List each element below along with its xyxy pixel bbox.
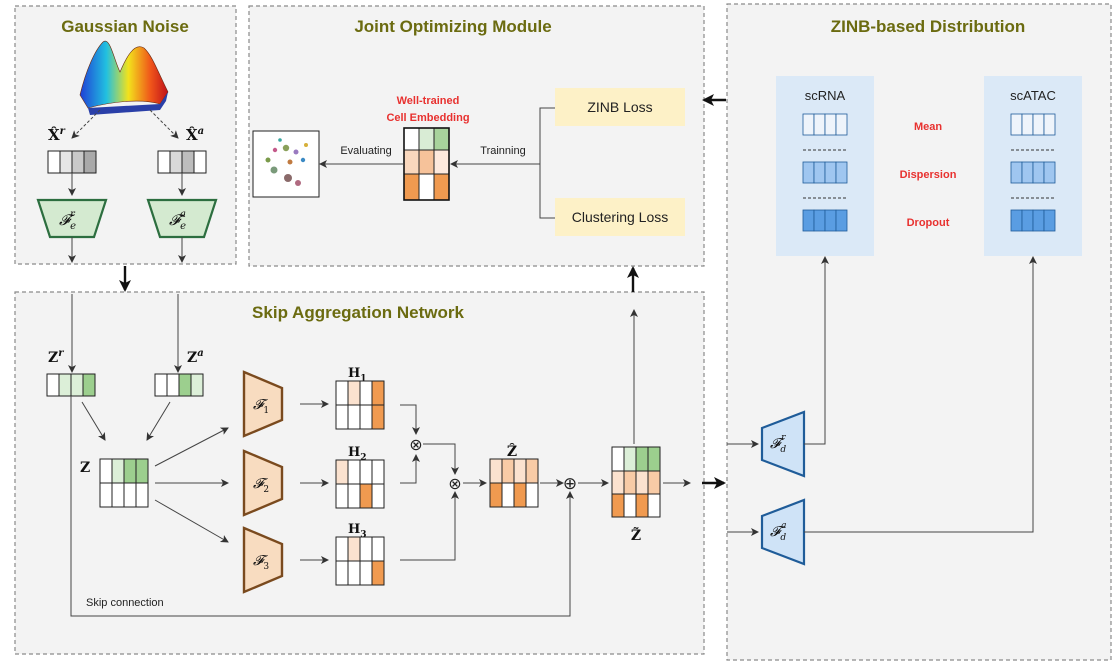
xr-vector <box>47 150 97 174</box>
umap-plot <box>252 130 320 198</box>
h1-label: H1 <box>348 366 367 384</box>
gaussian-title: Gaussian Noise <box>61 17 189 36</box>
arrow-h1-otimes1 <box>400 404 420 435</box>
zhat-matrix <box>489 458 539 508</box>
z-matrix <box>99 458 149 508</box>
zinb-title: ZINB-based Distribution <box>831 17 1026 36</box>
xa-label: X̂a <box>186 126 204 144</box>
ztilde-matrix <box>611 446 661 518</box>
embedding-title-2: Cell Embedding <box>386 112 469 124</box>
zr-vector <box>46 373 96 397</box>
skip-connection-line <box>70 396 574 617</box>
encoder-r-label: 𝓕er <box>59 209 76 232</box>
scatac-label: scATAC <box>1010 88 1056 103</box>
skip-title: Skip Aggregation Network <box>252 303 464 322</box>
loss-bracket <box>539 107 555 219</box>
decoder-r: 𝓕dr <box>760 410 806 478</box>
scatac-mean-vector <box>1010 113 1056 136</box>
oplus: ⊕ <box>563 474 577 493</box>
f2-block: 𝓕2 <box>242 449 284 517</box>
arrow-otimes1-otimes2 <box>423 443 459 475</box>
decoder-r-label: 𝓕dr <box>770 433 786 455</box>
encoder-a-label: 𝓕ea <box>169 209 186 232</box>
scatac-dropout-vector <box>1010 209 1056 232</box>
arrow-h2-otimes1 <box>400 454 420 484</box>
cell-embedding-matrix <box>403 127 450 201</box>
zinb-loss-box: ZINB Loss <box>555 88 685 126</box>
encoder-r: 𝓕er <box>36 198 108 239</box>
ztilde-label: Z̃ <box>631 526 641 544</box>
h1-matrix <box>335 380 385 430</box>
arrow-h3-otimes2 <box>400 491 459 561</box>
noise-arrow-r <box>71 109 101 139</box>
decoder-a: 𝓕da <box>760 498 806 566</box>
clustering-loss-label: Clustering Loss <box>572 209 669 225</box>
h3-matrix <box>335 536 385 586</box>
arrow-decoder-a-scatac <box>804 256 1037 533</box>
clustering-loss-box: Clustering Loss <box>555 198 685 236</box>
h2-label: H2 <box>348 445 367 463</box>
zinb-loss-label: ZINB Loss <box>587 99 652 115</box>
encoder-a: 𝓕ea <box>146 198 218 239</box>
zr-label: Zr <box>48 348 64 366</box>
noise-arrow-a <box>149 109 179 139</box>
za-label: Za <box>187 348 204 366</box>
z-label: Z <box>80 460 90 476</box>
zhat-label: Ẑ <box>507 442 517 460</box>
f3-block: 𝓕3 <box>242 526 284 594</box>
arrow-z-f1 <box>154 427 229 467</box>
embedding-title-1: Well-trained <box>397 95 460 107</box>
skip-connection-label: Skip connection <box>86 597 164 609</box>
otimes-2: ⊗ <box>448 476 461 493</box>
scrna-dropout-vector <box>802 209 848 232</box>
arrow-z-f3 <box>154 499 229 543</box>
evaluating-label: Evaluating <box>340 145 391 157</box>
h2-matrix <box>335 459 385 509</box>
arrow-zr-z <box>81 401 106 441</box>
xr-label: X̂r <box>48 126 66 144</box>
scrna-dispersion-vector <box>802 161 848 184</box>
scatac-dispersion-vector <box>1010 161 1056 184</box>
dropout-label: Dropout <box>907 217 950 229</box>
h3-label: H3 <box>348 522 367 540</box>
decoder-a-label: 𝓕da <box>770 521 786 543</box>
dispersion-label: Dispersion <box>900 169 957 181</box>
training-label: Trainning <box>480 145 525 157</box>
scrna-mean-vector <box>802 113 848 136</box>
za-vector <box>154 373 204 397</box>
xa-vector <box>157 150 207 174</box>
arrow-za-z <box>146 401 171 441</box>
arrow-decoder-r-scrna <box>804 256 829 445</box>
gaussian-surface-icon <box>79 40 169 115</box>
joint-title: Joint Optimizing Module <box>354 17 551 36</box>
f1-block: 𝓕1 <box>242 370 284 438</box>
scrna-label: scRNA <box>805 88 846 103</box>
otimes-1: ⊗ <box>409 437 422 454</box>
mean-label: Mean <box>914 121 942 133</box>
